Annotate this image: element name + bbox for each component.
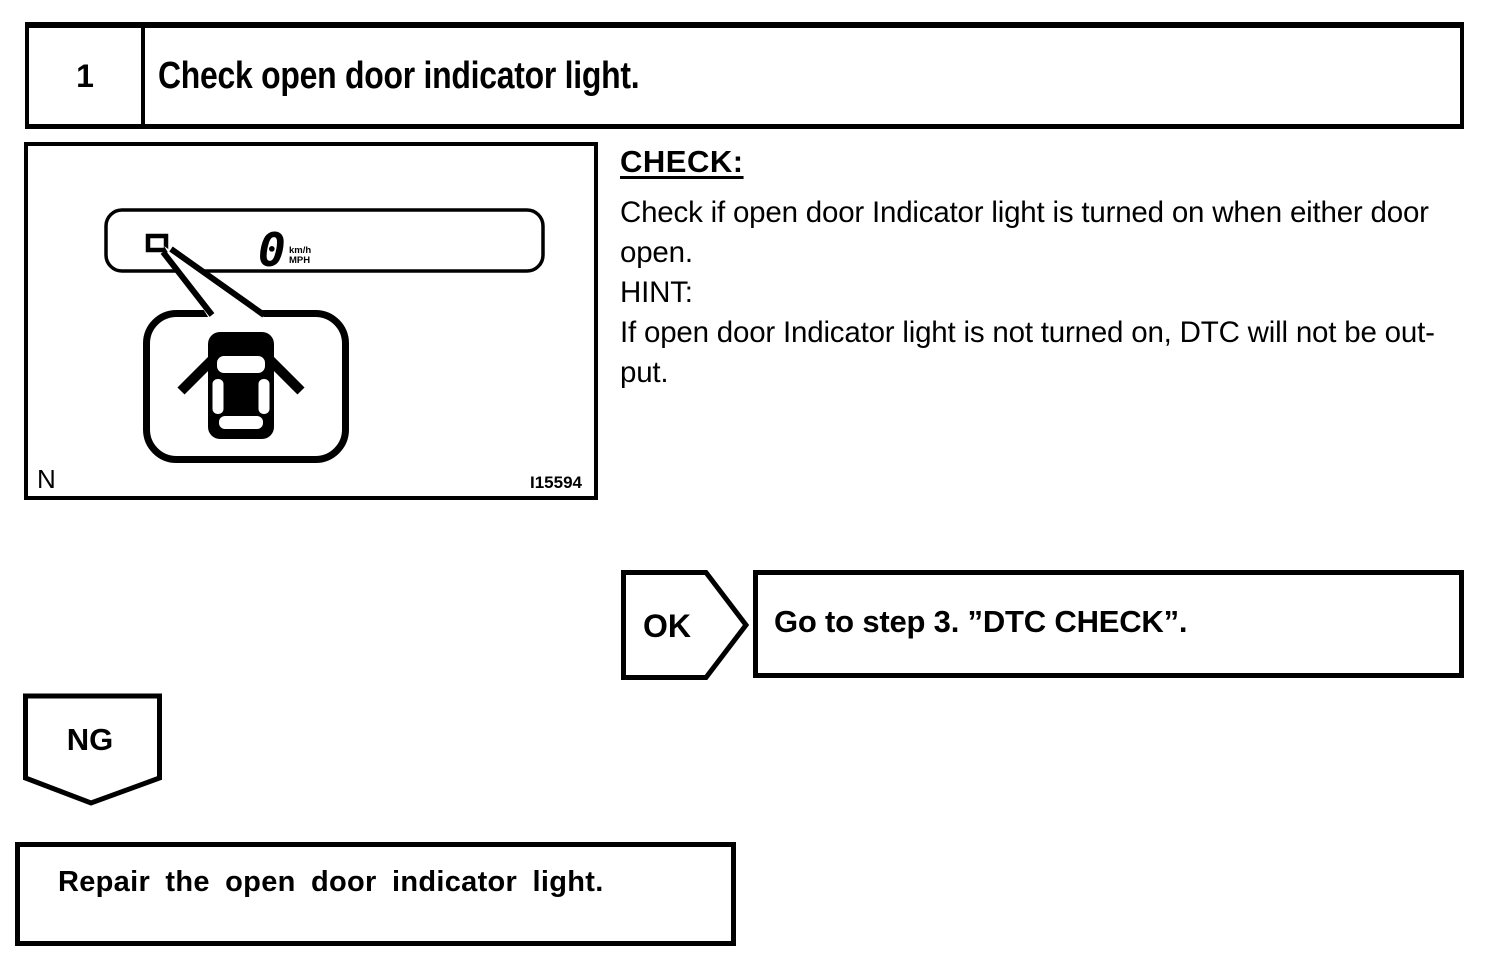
check-text-line: If open door Indicator light is not turn… (620, 316, 1435, 349)
step-header: 1 Check open door indicator light. (25, 22, 1464, 129)
hint-heading: HINT: (620, 276, 693, 309)
ok-label: OK (643, 608, 691, 644)
step-title-cell: Check open door indicator light. (145, 28, 1460, 124)
figure-frame (24, 142, 598, 500)
ok-action-text: Go to step 3. ”DTC CHECK”. (774, 604, 1188, 639)
check-heading: CHECK: (620, 144, 744, 179)
check-text-line: open. (620, 236, 693, 269)
ng-action-box: Repair the open door indicator light. (15, 842, 736, 946)
check-section: CHECK: Check if open door Indicator ligh… (620, 144, 1504, 393)
check-heading-row: CHECK: (620, 144, 1504, 186)
ok-connector: OK (621, 570, 750, 680)
ng-pentagon (23, 693, 162, 806)
figure-id-label: I15594 (530, 473, 582, 492)
ok-pentagon (621, 570, 750, 680)
step-title: Check open door indicator light. (158, 54, 640, 97)
ng-action-text: Repair the open door indicator light. (58, 866, 604, 898)
ng-connector: NG (23, 693, 162, 806)
check-text-line: put. (620, 356, 669, 389)
ng-label: NG (67, 722, 114, 757)
figure-corner-label: N (37, 464, 56, 494)
ok-action-box: Go to step 3. ”DTC CHECK”. (753, 570, 1464, 678)
step-number: 1 (29, 28, 145, 124)
check-text-line: Check if open door Indicator light is tu… (620, 196, 1429, 229)
